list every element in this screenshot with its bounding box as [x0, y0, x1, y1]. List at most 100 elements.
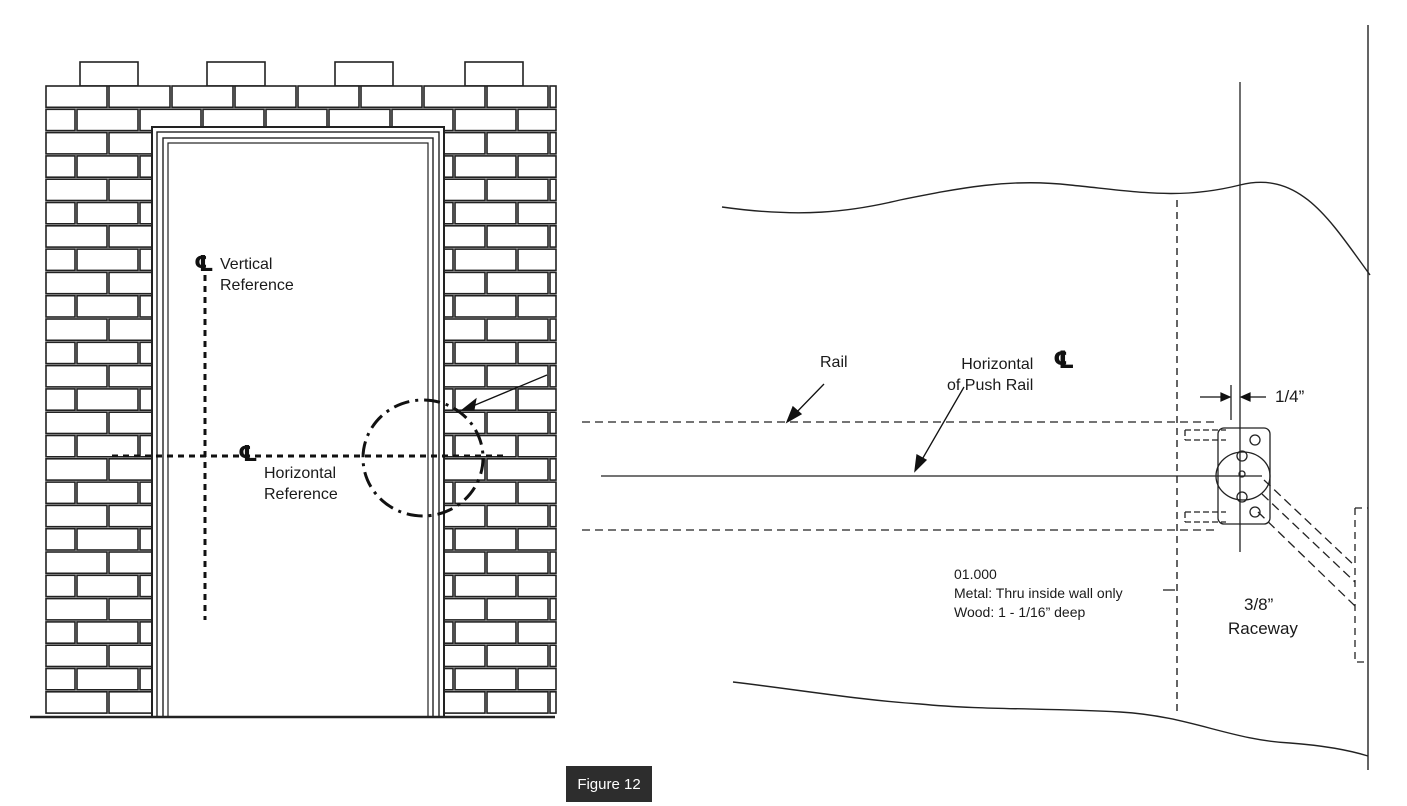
push-rail-label: Horizontal of Push Rail	[947, 356, 1034, 394]
brick	[517, 388, 557, 411]
brick	[76, 667, 139, 691]
brick	[76, 341, 139, 365]
brick	[45, 597, 108, 621]
brick	[549, 690, 557, 714]
brick	[76, 574, 139, 598]
raceway-size-label: 3/8”	[1244, 595, 1274, 614]
brick	[108, 178, 153, 202]
brick	[454, 108, 517, 132]
brick	[45, 248, 76, 272]
brick	[139, 527, 153, 551]
brick	[454, 527, 517, 551]
brick	[443, 364, 486, 388]
brick	[76, 527, 139, 551]
callout-leader	[467, 374, 548, 409]
brick	[443, 621, 454, 645]
brick	[45, 411, 108, 435]
brick	[139, 481, 153, 505]
brick	[139, 574, 153, 598]
brick	[486, 178, 549, 202]
brick	[549, 457, 557, 481]
brick	[76, 481, 139, 505]
brick	[76, 434, 139, 458]
brick	[139, 434, 153, 458]
brick	[517, 434, 557, 458]
door-section-outline	[721, 25, 1371, 770]
brick	[517, 201, 557, 225]
brick	[108, 131, 153, 155]
brick	[76, 388, 139, 411]
brick	[443, 551, 486, 575]
brick	[517, 294, 557, 318]
brick	[443, 271, 486, 295]
brick	[517, 341, 557, 365]
brick	[517, 527, 557, 551]
brick	[45, 225, 108, 248]
brick	[486, 271, 549, 295]
brick	[139, 155, 153, 178]
brick	[486, 364, 549, 388]
brick	[139, 201, 153, 225]
brick	[486, 225, 549, 248]
brick	[108, 225, 153, 248]
brick	[108, 85, 171, 109]
brick	[108, 318, 153, 342]
brick	[108, 411, 153, 435]
note-metal: Metal: Thru inside wall only	[954, 585, 1123, 601]
brick	[443, 155, 454, 178]
note-wood: Wood: 1 - 1/16” deep	[954, 604, 1086, 620]
brick	[443, 667, 454, 691]
brick	[45, 551, 108, 575]
brick	[171, 85, 234, 109]
note-code: 01.000	[954, 566, 997, 582]
brick	[454, 294, 517, 318]
brick	[443, 457, 486, 481]
brick	[76, 621, 139, 645]
brick	[45, 621, 76, 645]
brick	[517, 248, 557, 272]
brick	[360, 85, 423, 109]
brick	[45, 318, 108, 342]
brick	[486, 644, 549, 668]
offset-dimension	[1200, 385, 1266, 420]
brick	[45, 364, 108, 388]
raceway-label: Raceway	[1228, 619, 1298, 638]
brick	[443, 597, 486, 621]
reference-lines	[112, 275, 505, 620]
detail-circle	[361, 398, 485, 518]
brick	[76, 248, 139, 272]
brick	[517, 481, 557, 505]
brick	[76, 155, 139, 178]
brick-wall	[45, 61, 557, 714]
brick	[139, 388, 153, 411]
brick	[423, 85, 486, 109]
brick	[549, 85, 557, 109]
brick	[45, 504, 108, 528]
brick	[45, 271, 108, 295]
brick	[108, 457, 153, 481]
brick	[334, 61, 394, 87]
leader-arrows	[785, 383, 965, 473]
brick	[549, 225, 557, 248]
brick	[108, 504, 153, 528]
horizontal-centerline-symbol: ℄	[238, 442, 258, 467]
brick	[517, 621, 557, 645]
brick	[443, 225, 486, 248]
brick	[45, 481, 76, 505]
brick	[454, 341, 517, 365]
brick	[108, 690, 153, 714]
brick	[139, 667, 153, 691]
brick	[486, 131, 549, 155]
brick	[45, 178, 108, 202]
push-rail-centerline-symbol: ℄	[1053, 346, 1075, 374]
brick	[45, 457, 108, 481]
brick	[517, 155, 557, 178]
brick	[45, 667, 76, 691]
brick	[443, 318, 486, 342]
brick	[45, 131, 108, 155]
brick	[454, 248, 517, 272]
brick	[443, 644, 486, 668]
brick	[464, 61, 524, 87]
brick	[454, 574, 517, 598]
